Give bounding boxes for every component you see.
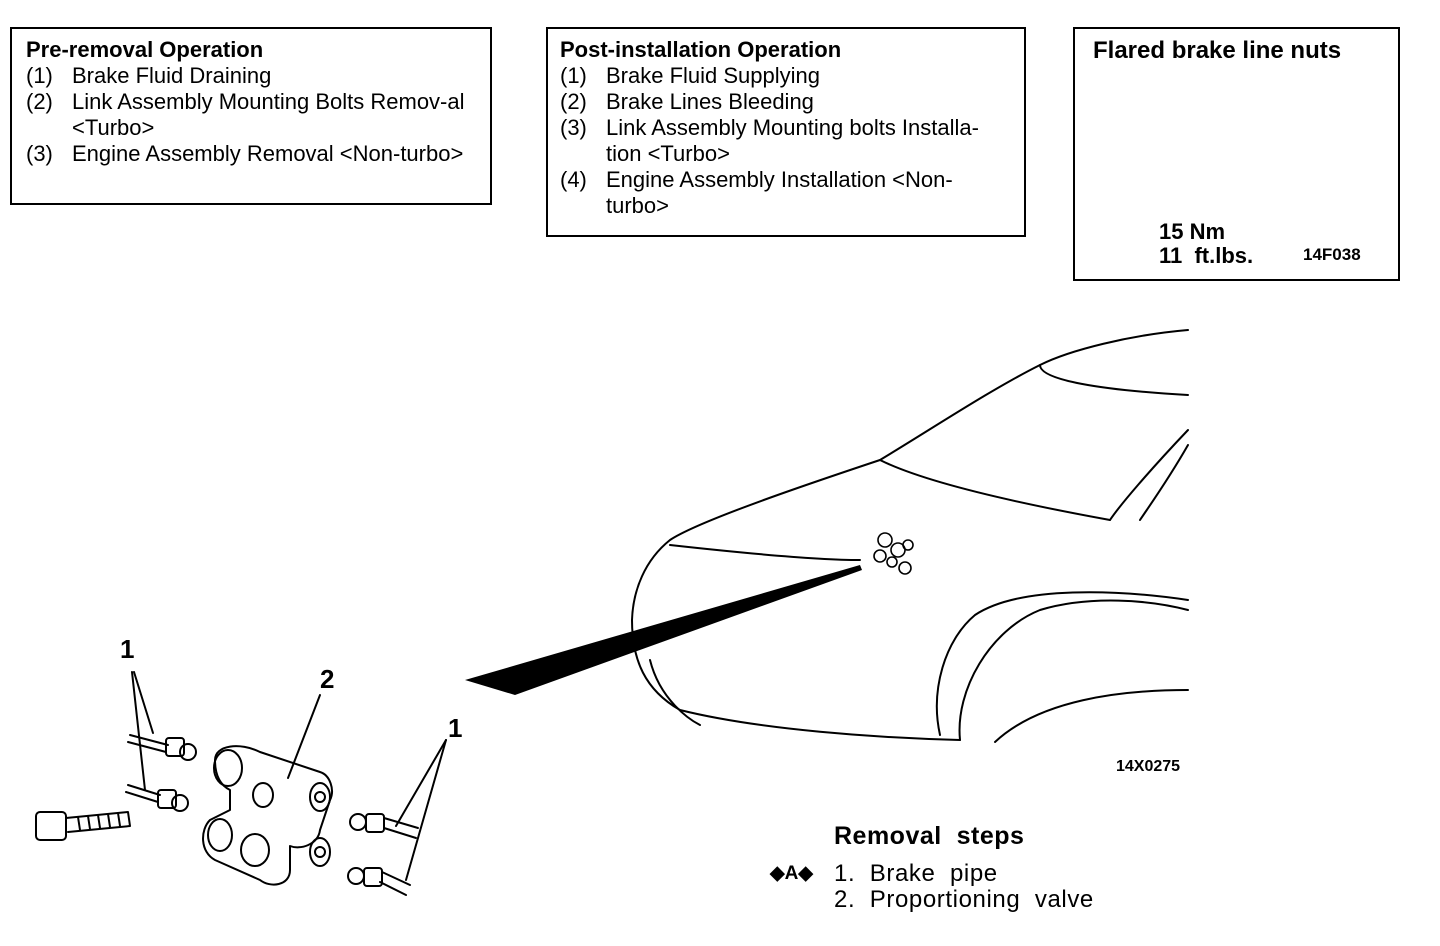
item-text: Engine Assembly Installation <Non-turbo> [606,167,953,218]
flared-nuts-title: Flared brake line nuts [1093,37,1342,64]
post-installation-list: (1) Brake Fluid Supplying (2) Brake Lines … [560,63,1012,219]
list-item: (2) Brake Lines Bleeding [560,89,1012,115]
item-number: (4) [560,167,587,192]
post-installation-title: Post-installation Operation [560,37,842,62]
item-number: (3) [26,141,53,166]
item-number: (3) [560,115,587,140]
item-text: Engine Assembly Removal <Non-turbo> [72,141,464,166]
item-text: Brake Lines Bleeding [606,89,814,114]
callout-proportioning-valve: 2 [320,664,335,694]
pre-removal-title: Pre-removal Operation [26,37,264,62]
proportioning-valve-icon [202,694,333,886]
item-number: (1) [26,63,53,88]
list-item: (2) Link Assembly Mounting Bolts Remov-al… [26,89,478,141]
list-item: (4) Engine Assembly Installation <Non-tur… [560,167,1012,219]
list-item: (1) Brake Fluid Draining [26,63,478,89]
callout-brake-pipe-right: 1 [448,713,463,743]
list-item: (3) Link Assembly Mounting bolts Installa… [560,115,1012,167]
item-number: (2) [560,89,587,114]
item-text: Link Assembly Mounting bolts Installa-ti… [606,115,979,166]
removal-step: 2. Proportioning valve [834,886,1094,913]
step-marker-symbol: ◆A◆ [770,863,813,884]
detail-leader-wedge [465,565,862,695]
removal-steps-title: Removal steps [834,822,1025,850]
list-item: (1) Brake Fluid Supplying [560,63,1012,89]
car-outline [631,329,1189,743]
callout-brake-pipe-left: 1 [120,634,135,664]
torque-ftlbs-value: 11 ft.lbs. [1159,243,1254,268]
flared-brake-line-nuts-box: Flared brake line nuts 15 Nm 11 ft.lbs. … [1073,27,1400,281]
pre-removal-operation-box: Pre-removal Operation (1) Brake Fluid Dra… [10,27,492,205]
item-text: Brake Fluid Supplying [606,63,821,88]
figure-code: 14X0275 [1116,758,1181,775]
list-item: (3) Engine Assembly Removal <Non-turbo> [26,141,478,167]
pre-removal-list: (1) Brake Fluid Draining (2) Link Assembly… [26,63,478,167]
post-installation-operation-box: Post-installation Operation (1) Brake Flu… [546,27,1026,237]
brake-pipe-right-icon [347,739,447,896]
brake-pipe-left-icon [125,671,197,812]
item-text: Brake Fluid Draining [72,63,272,88]
torque-nm-value: 15 Nm [1159,219,1226,244]
mounting-bolt-icon [35,811,131,841]
flared-nuts-figure-code: 14F038 [1303,245,1361,264]
item-number: (1) [560,63,587,88]
item-text: Link Assembly Mounting Bolts Remov-al <T… [72,89,465,140]
removal-step: 1. Brake pipe [834,860,998,887]
item-number: (2) [26,89,53,114]
valve-location-icon [873,532,914,575]
